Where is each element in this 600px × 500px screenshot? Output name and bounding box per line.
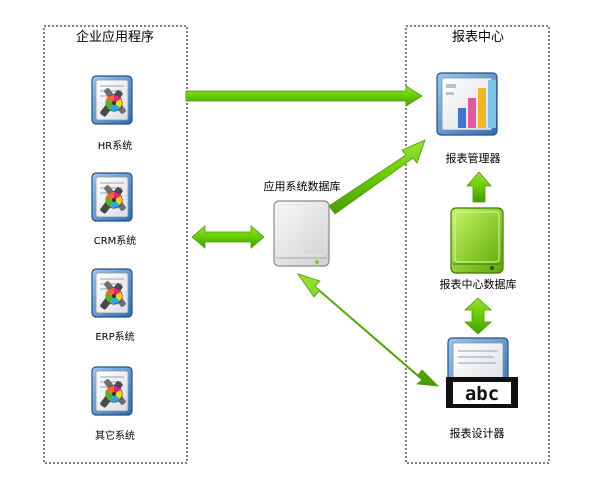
arrow-apps-db-bidirectional bbox=[191, 225, 265, 249]
arrow-centerdb-to-manager bbox=[466, 171, 492, 203]
abc-text: abc bbox=[465, 383, 499, 405]
report-designer-label: 报表设计器 bbox=[450, 426, 505, 440]
bar-chart-document-icon bbox=[436, 72, 498, 136]
app-item-crm: CRM系统 bbox=[91, 172, 137, 247]
report-designer: abc 报表设计器 bbox=[446, 337, 518, 440]
abc-text-document-icon: abc bbox=[446, 337, 518, 408]
app-label: ERP系统 bbox=[95, 330, 134, 343]
app-item-hr: HR系统 bbox=[91, 75, 133, 152]
report-center-db: 报表中心数据库 bbox=[440, 207, 517, 291]
app-item-erp: ERP系统 bbox=[91, 268, 135, 343]
app-tools-icon bbox=[91, 366, 133, 416]
app-item-other: 其它系统 bbox=[91, 366, 135, 442]
arrow-centerdb-designer-bidirectional bbox=[463, 297, 493, 335]
left-panel-border bbox=[43, 25, 188, 464]
app-tools-icon bbox=[91, 268, 133, 318]
right-panel-title: 报表中心 bbox=[452, 30, 504, 45]
report-manager: 报表管理器 bbox=[436, 72, 501, 165]
app-label: HR系统 bbox=[98, 139, 132, 152]
app-label: 其它系统 bbox=[95, 429, 135, 442]
app-label: CRM系统 bbox=[94, 234, 137, 247]
arrow-db-to-manager bbox=[328, 139, 426, 215]
report-center-db-label: 报表中心数据库 bbox=[440, 277, 517, 291]
right-panel-border bbox=[405, 25, 550, 464]
arrow-db-designer-bidirectional bbox=[296, 273, 440, 387]
green-drive-icon bbox=[450, 207, 504, 274]
left-panel-title: 企业应用程序 bbox=[76, 29, 154, 45]
app-tools-icon bbox=[91, 75, 133, 125]
hard-drive-icon bbox=[273, 200, 330, 267]
report-manager-label: 报表管理器 bbox=[446, 151, 501, 165]
app-database-label: 应用系统数据库 bbox=[264, 179, 341, 193]
app-database: 应用系统数据库 bbox=[264, 179, 341, 267]
app-tools-icon bbox=[91, 172, 133, 222]
arrow-apps-to-manager bbox=[185, 85, 423, 107]
